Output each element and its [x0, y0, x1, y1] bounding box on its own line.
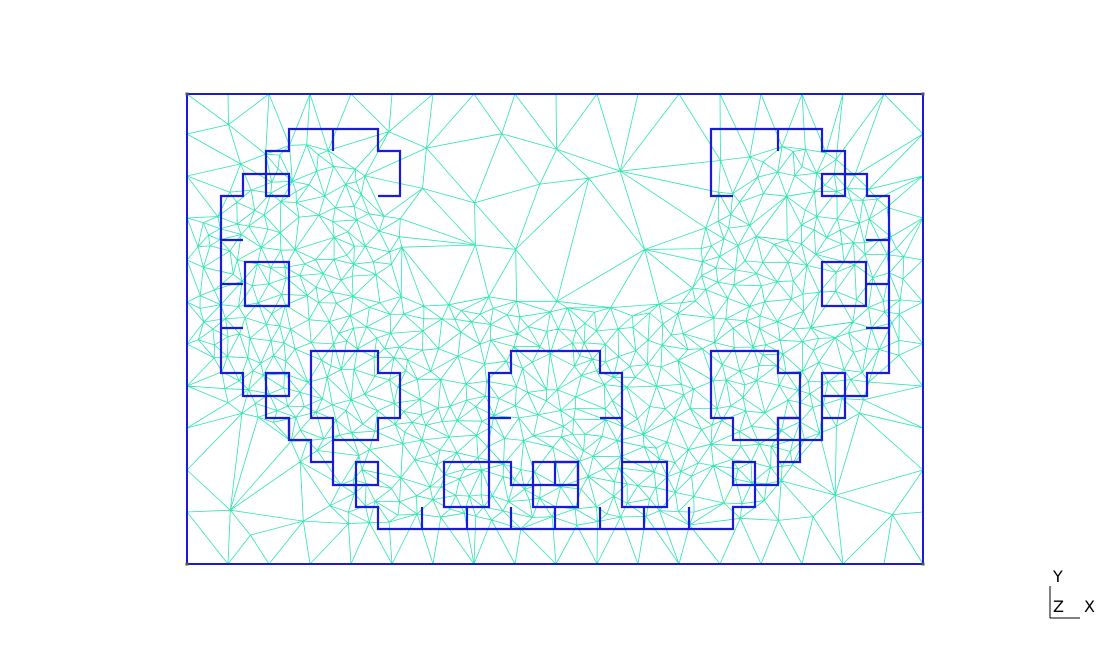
axis-triad: Y Z X [1040, 566, 1110, 626]
corner-node-2 [185, 562, 189, 566]
domain-feature-3 [820, 172, 847, 198]
domain-feature-9 [354, 460, 380, 487]
axis-label-z: Z [1053, 597, 1064, 616]
domain-feature-2 [264, 172, 291, 198]
corner-node-0 [185, 92, 189, 96]
domain-outline [219, 127, 891, 531]
corner-node-1 [921, 92, 925, 96]
axis-triad-lines [1049, 586, 1080, 619]
domain-feature-10 [731, 460, 757, 487]
domain-feature-11 [531, 460, 580, 509]
domain-feature-4 [264, 371, 291, 398]
domain-feature-1 [820, 260, 868, 308]
axis-label-x: X [1084, 597, 1095, 616]
domain-feature-0 [243, 260, 291, 308]
domain-feature-12 [776, 416, 802, 442]
domain-feature-6 [309, 349, 402, 442]
mesh-nodes [185, 92, 925, 566]
domain-feature-5 [820, 371, 847, 398]
axis-label-y: Y [1053, 567, 1063, 586]
corner-node-3 [921, 562, 925, 566]
